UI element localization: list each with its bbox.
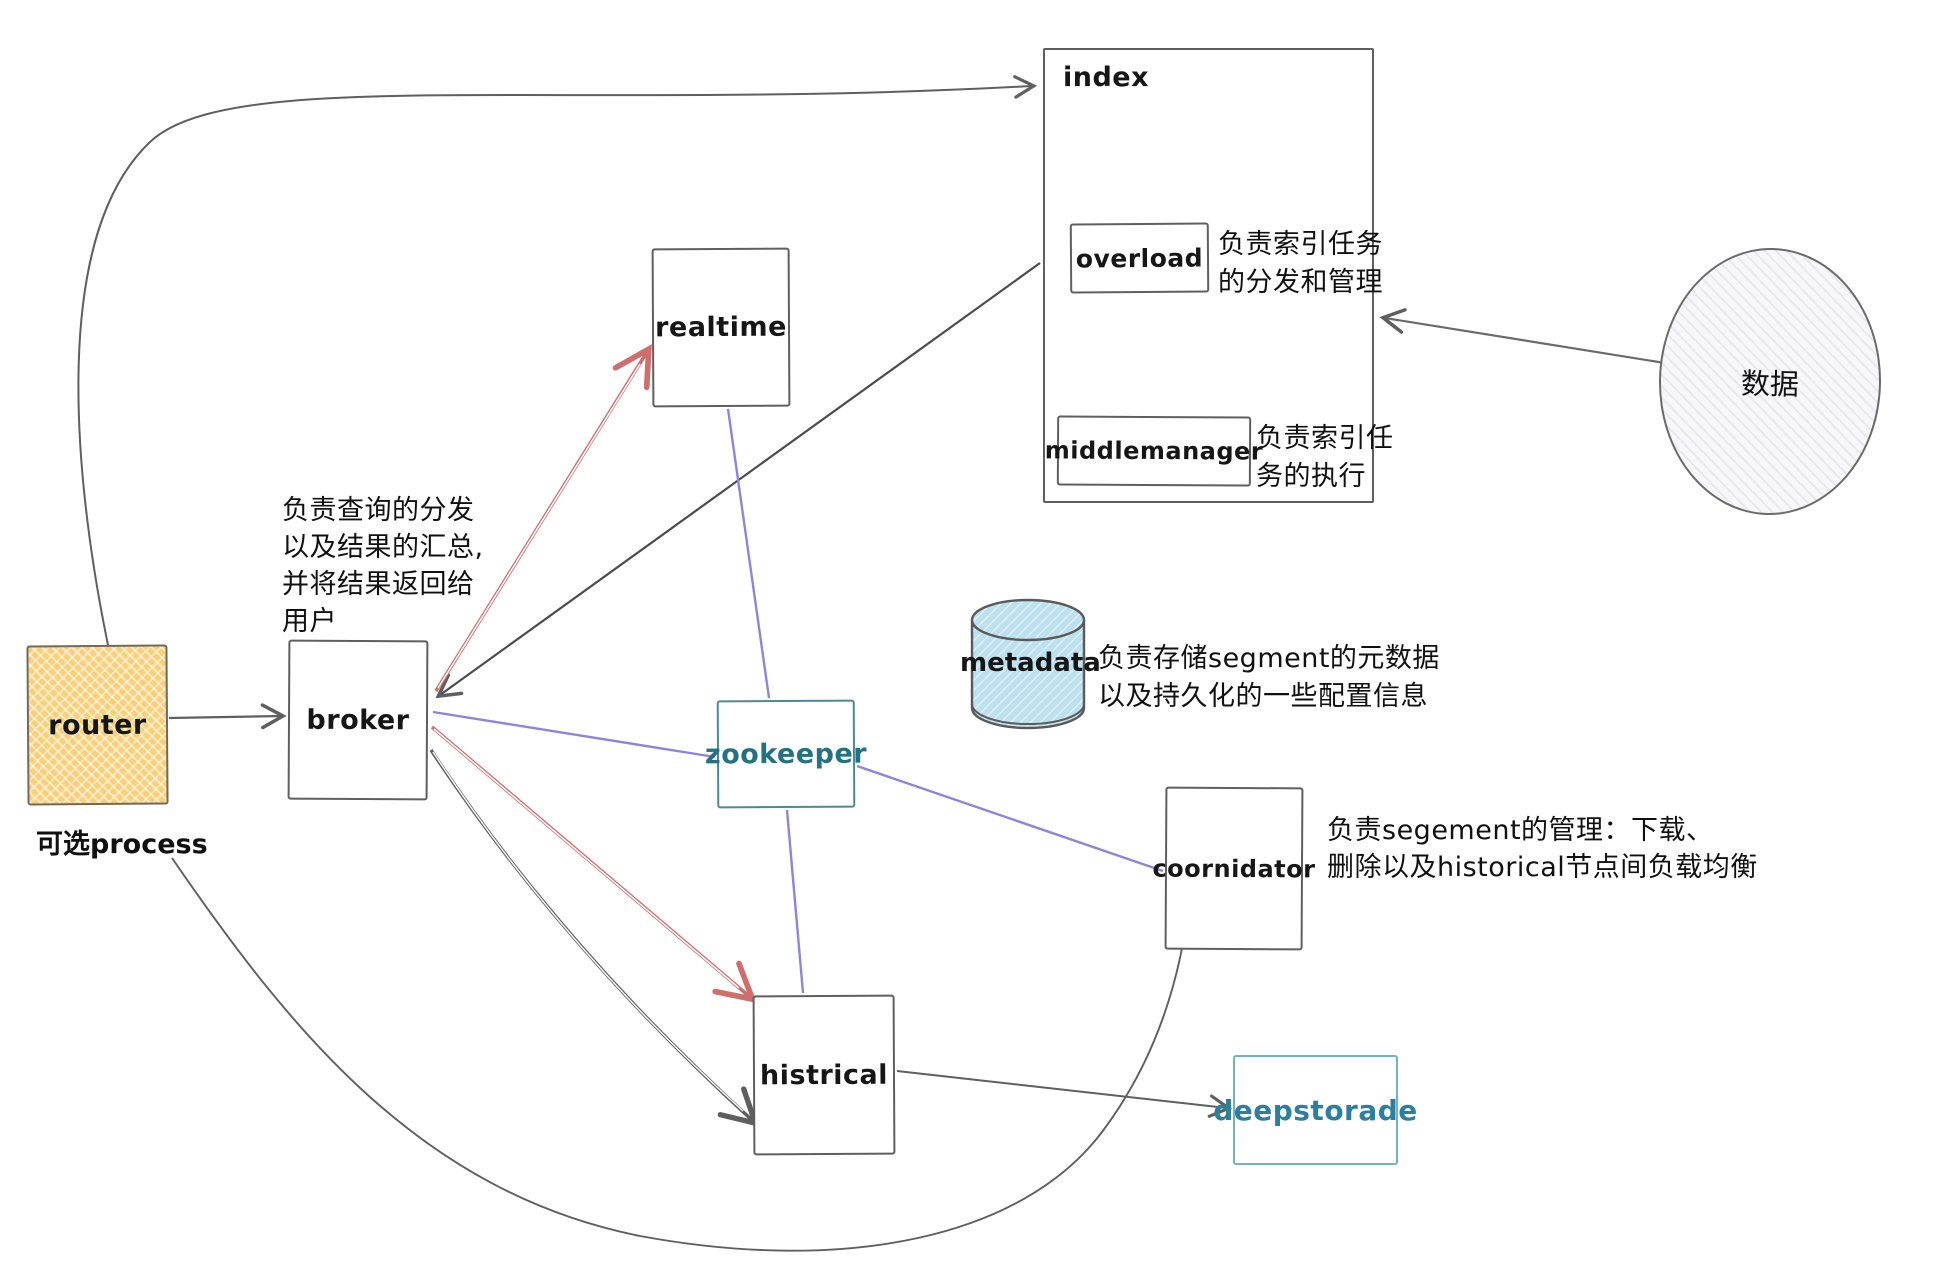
realtime-label: realtime [655, 311, 787, 344]
deepstorage-label: deepstorade [1213, 1093, 1418, 1127]
edge-router-to-index [77, 75, 1038, 646]
edge-broker-to-historical-red-core [433, 728, 740, 989]
edge-broker-to-zookeeper [432, 710, 716, 759]
edge-broker-to-realtime-core [437, 363, 641, 689]
broker-note: 负责查询的分发 以及结果的汇总, 并将结果返回给 用户 [282, 495, 484, 637]
middlemanager-note: 负责索引任 务的执行 [1256, 423, 1394, 492]
node-overload: overload [1069, 222, 1210, 294]
index-label: index [1063, 62, 1150, 93]
middlemanager-label: middlemanager [1044, 436, 1264, 466]
edge-broker-to-historical-gray-core [432, 751, 744, 1112]
edge-zookeeper-to-coordinator [856, 764, 1164, 873]
edge-zookeeper-to-historical [785, 809, 805, 994]
edge-index-to-broker [435, 262, 1041, 699]
edge-data-to-index [1379, 308, 1672, 366]
broker-label: broker [306, 704, 410, 736]
node-metadata: metadata [960, 596, 1101, 732]
historical-label: histrical [759, 1059, 889, 1091]
coordinator-label: coornidator [1152, 854, 1316, 883]
metadata-cylinder-shape [970, 598, 1086, 730]
node-realtime: realtime [651, 247, 791, 408]
edge-router-to-broker [168, 703, 287, 730]
edge-broker-to-historical-gray [429, 749, 760, 1127]
edge-router-to-coordinator [171, 857, 1201, 1252]
data-source-label: 数据 [1740, 365, 1800, 402]
node-coordinator: coornidator [1152, 786, 1316, 951]
metadata-note: 负责存储segment的元数据 以及持久化的一些配置信息 [1098, 643, 1440, 712]
overload-note: 负责索引任务 的分发和管理 [1218, 229, 1383, 298]
node-broker: broker [287, 639, 429, 801]
node-router: router [26, 644, 169, 806]
node-deepstorage: deepstorade [1213, 1055, 1417, 1165]
node-middlemanager: middlemanager [1045, 415, 1263, 487]
edge-historical-to-deepstorage [896, 1070, 1233, 1118]
zookeeper-label: zookeeper [704, 738, 868, 770]
node-historical: histrical [752, 994, 896, 1156]
overload-label: overload [1075, 243, 1204, 273]
metadata-label: metadata [960, 648, 1101, 678]
node-zookeeper: zookeeper [705, 699, 867, 809]
coordinator-note: 负责segement的管理：下载、 删除以及historical节点间负载均衡 [1327, 815, 1758, 883]
router-label: router [48, 709, 147, 741]
edge-realtime-to-zookeeper [726, 408, 771, 699]
router-caption: 可选process [36, 829, 208, 860]
